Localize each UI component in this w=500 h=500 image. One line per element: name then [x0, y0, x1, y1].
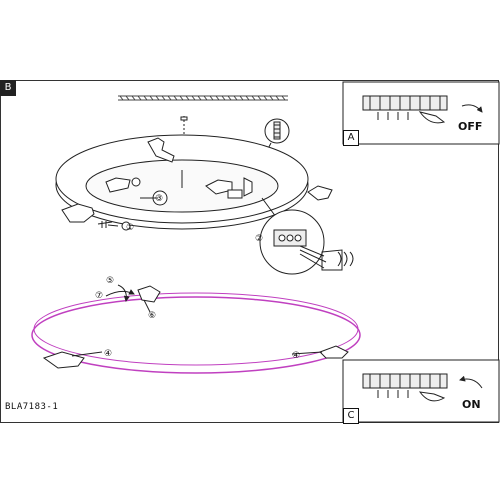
switch-off-text: OFF	[458, 120, 483, 133]
diagram-frame	[0, 80, 499, 423]
wall-plug-detail	[261, 118, 290, 161]
fixing-screw	[97, 221, 131, 231]
step-6-label: ⑥	[148, 311, 156, 321]
terminal-block-detail	[259, 197, 354, 275]
step-4-label-left: ④	[104, 349, 112, 359]
switch-panel-on	[342, 359, 500, 423]
switch-panel-off	[342, 81, 500, 145]
model-code: BLA7183-1	[5, 402, 59, 412]
instruction-arrows	[71, 197, 323, 357]
step-1-label: ①	[126, 223, 134, 233]
switch-on-text: ON	[462, 398, 481, 411]
step-7-label: ⑦	[95, 291, 103, 301]
step-3-label: ③	[155, 194, 163, 204]
step-numbers: ① ② ③ ④ ④ ⑤ ⑥ ⑦	[95, 194, 300, 361]
panel-label-c: C	[343, 408, 359, 424]
glass-diffuser	[31, 285, 361, 374]
panel-label-b: B	[0, 80, 16, 96]
ceiling-hatch	[118, 95, 288, 101]
panel-label-a: A	[343, 130, 359, 146]
step-4-label-right: ④	[292, 351, 300, 361]
step-5-label: ⑤	[106, 276, 114, 286]
step-2-label: ②	[255, 234, 263, 244]
lamp-holders	[105, 170, 253, 206]
